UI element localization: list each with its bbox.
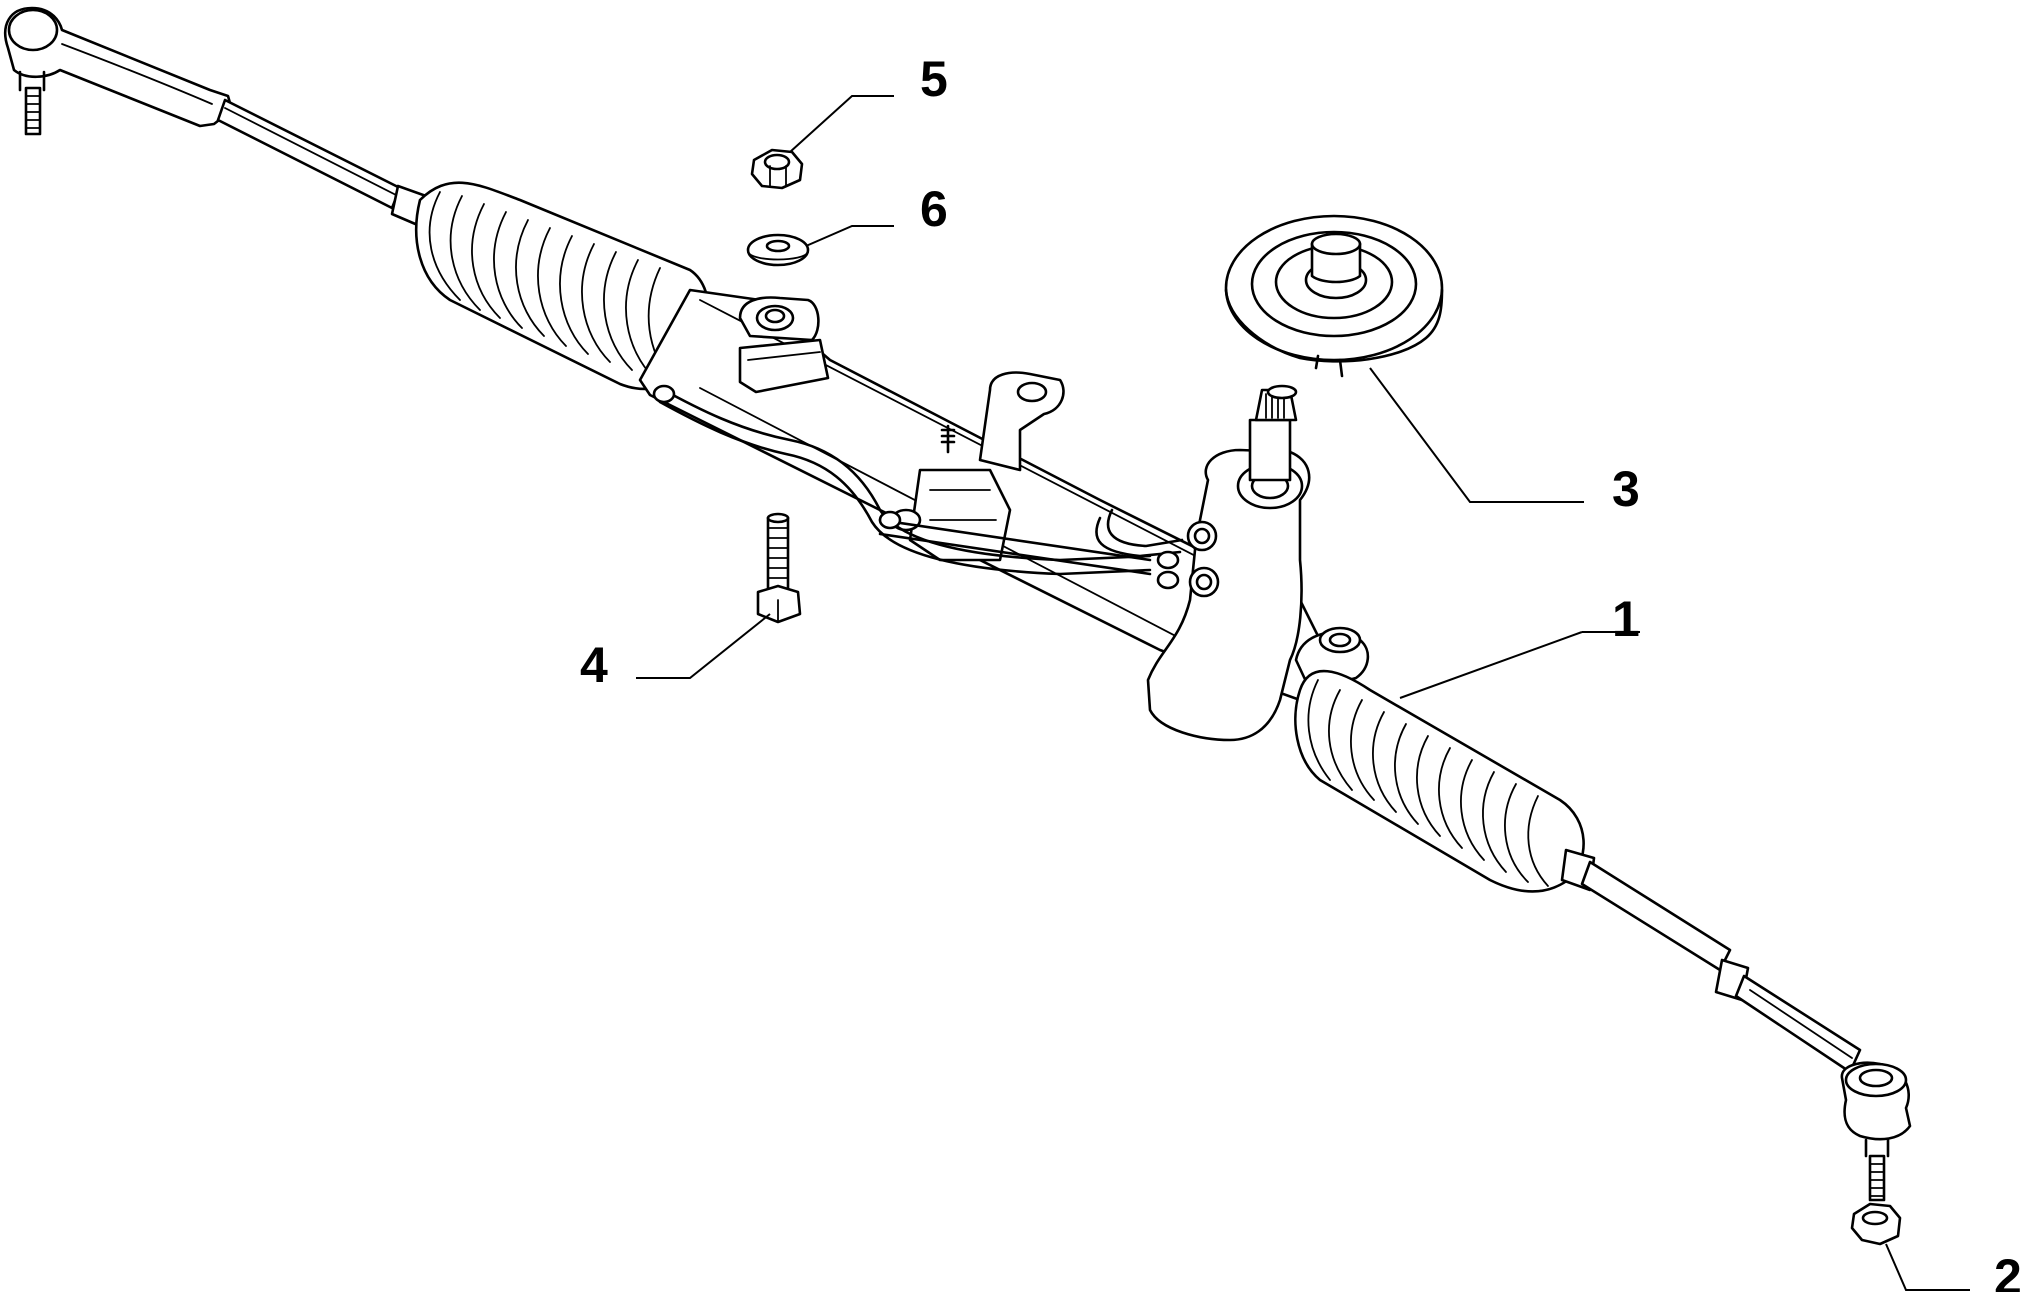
leader-5 xyxy=(789,95,894,153)
right-tie-rod xyxy=(1560,848,1862,1074)
leader-3 xyxy=(1369,367,1584,503)
callout-4: 4 xyxy=(580,637,608,693)
part-4-bolt xyxy=(756,512,802,624)
part-5-nut xyxy=(750,148,804,190)
left-tie-rod xyxy=(216,98,428,228)
left-bellows-boot xyxy=(414,181,711,391)
leader-2 xyxy=(1885,1243,1970,1291)
right-tie-rod-end xyxy=(1840,1061,1912,1202)
leader-lines xyxy=(636,95,1970,1291)
callout-3: 3 xyxy=(1612,461,1640,517)
hydraulic-lines xyxy=(652,384,1184,590)
callout-2: 2 xyxy=(1994,1249,2021,1292)
leader-4 xyxy=(636,613,771,679)
part-3-pinion-seal xyxy=(1224,214,1444,378)
leader-6 xyxy=(805,225,894,247)
part-6-washer xyxy=(746,233,810,267)
right-bellows-boot xyxy=(1294,669,1585,893)
left-tie-rod-end xyxy=(3,6,234,136)
pinion-housing xyxy=(1146,384,1311,742)
callout-5: 5 xyxy=(920,51,948,107)
callout-labels: 1 2 3 4 5 6 xyxy=(580,51,2021,1292)
rack-housing xyxy=(638,288,1322,702)
part-2-nut xyxy=(1850,1202,1902,1246)
leader-1 xyxy=(1399,631,1583,699)
callout-6: 6 xyxy=(920,181,948,237)
callout-1: 1 xyxy=(1612,591,1640,647)
